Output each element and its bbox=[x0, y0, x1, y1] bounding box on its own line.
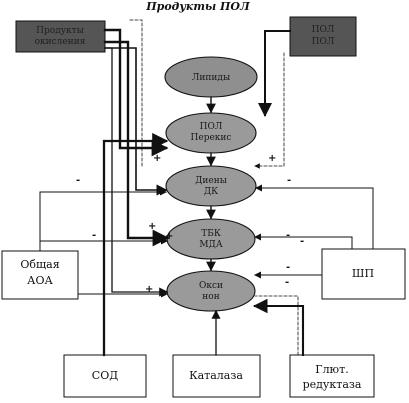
top-right-box: ПОЛ ПОЛ bbox=[289, 16, 357, 57]
connector-bottom-box-3-to-oval-fifth bbox=[252, 298, 305, 357]
connector-right-box-to-oval-fourth bbox=[254, 233, 353, 250]
connector-left-box-to-oval-fifth bbox=[77, 274, 168, 298]
bottom-box-3-line-2: редуктаза bbox=[303, 378, 362, 391]
connector-right-box-to-oval-third bbox=[255, 184, 374, 250]
top-left-box: Продукты окисления bbox=[15, 20, 106, 53]
oval-second: ПОЛ Перекис bbox=[165, 112, 257, 154]
oval-third: Диены ДК bbox=[165, 165, 257, 207]
oval-fourth: ТБК МДА bbox=[166, 218, 256, 260]
left-side-box-line-1: Общая bbox=[20, 258, 59, 271]
plus-sign-5: + bbox=[145, 284, 153, 295]
minus-sign-1: - bbox=[76, 175, 80, 186]
right-side-box: ШП bbox=[321, 248, 406, 300]
oval-third-line-2: ДК bbox=[204, 187, 218, 197]
oval-fourth-line-1: ТБК bbox=[201, 229, 221, 239]
bottom-box-3: Глют. редуктаза bbox=[289, 354, 375, 398]
plus-sign-1: + bbox=[153, 153, 161, 164]
oval-fifth: Окси нон bbox=[166, 270, 256, 312]
oval-fifth-line-1: Окси bbox=[199, 281, 223, 291]
oval-top: Липиды bbox=[164, 56, 258, 98]
connector-bottom-box-3-dashed bbox=[254, 295, 299, 356]
top-right-box-line-1: ПОЛ bbox=[312, 25, 335, 35]
oval-third-line-1: Диены bbox=[195, 176, 227, 186]
top-left-box-line-1: Продукты bbox=[36, 26, 84, 36]
minus-sign-4: - bbox=[286, 230, 290, 241]
plus-sign-2: + bbox=[268, 153, 276, 164]
connectors bbox=[39, 19, 374, 357]
bottom-box-2-line-1: Каталаза bbox=[189, 369, 243, 382]
connector-top-left-to-oval-third bbox=[104, 47, 168, 196]
connector-top-right-to-oval-second bbox=[258, 30, 291, 117]
oval-fifth-line-2: нон bbox=[202, 292, 219, 302]
bottom-box-2: Каталаза bbox=[172, 354, 261, 398]
minus-sign-7: - bbox=[285, 277, 289, 288]
bottom-box-1-line-1: СОД bbox=[92, 369, 118, 382]
minus-sign-3: - bbox=[92, 230, 96, 241]
plus-sign-3: + bbox=[148, 221, 156, 232]
bottom-box-3-line-1: Глют. bbox=[315, 363, 348, 376]
top-left-box-line-2: окисления bbox=[35, 37, 86, 47]
top-right-box-line-2: ПОЛ bbox=[312, 37, 335, 47]
bottom-box-1: СОД bbox=[63, 354, 147, 398]
oval-second-line-1: ПОЛ bbox=[200, 122, 223, 132]
connector-left-box-to-oval-third bbox=[39, 188, 167, 252]
connector-left-box-to-oval-fourth bbox=[39, 237, 168, 252]
connector-bottom-box-1-to-oval-second bbox=[102, 132, 169, 357]
minus-sign-6: - bbox=[286, 262, 290, 273]
connector-top-left-to-oval-fifth bbox=[104, 47, 169, 297]
left-side-box: Общая АОА bbox=[1, 250, 79, 300]
connector-dashed-right bbox=[254, 52, 285, 169]
right-side-box-line-1: ШП bbox=[352, 267, 374, 280]
plus-sign-4: + bbox=[165, 231, 173, 242]
oval-top-line-1: Липиды bbox=[192, 73, 230, 83]
connector-dashed-left bbox=[129, 19, 143, 169]
left-side-box-line-2: АОА bbox=[27, 274, 53, 287]
minus-sign-5: - bbox=[300, 236, 304, 247]
connector-top-left-to-oval-second bbox=[103, 28, 169, 157]
oval-fourth-line-2: МДА bbox=[199, 240, 223, 250]
minus-sign-2: - bbox=[287, 175, 291, 186]
oval-second-line-2: Перекис bbox=[191, 133, 232, 143]
diagram-title: Продукты ПОЛ bbox=[145, 0, 251, 13]
